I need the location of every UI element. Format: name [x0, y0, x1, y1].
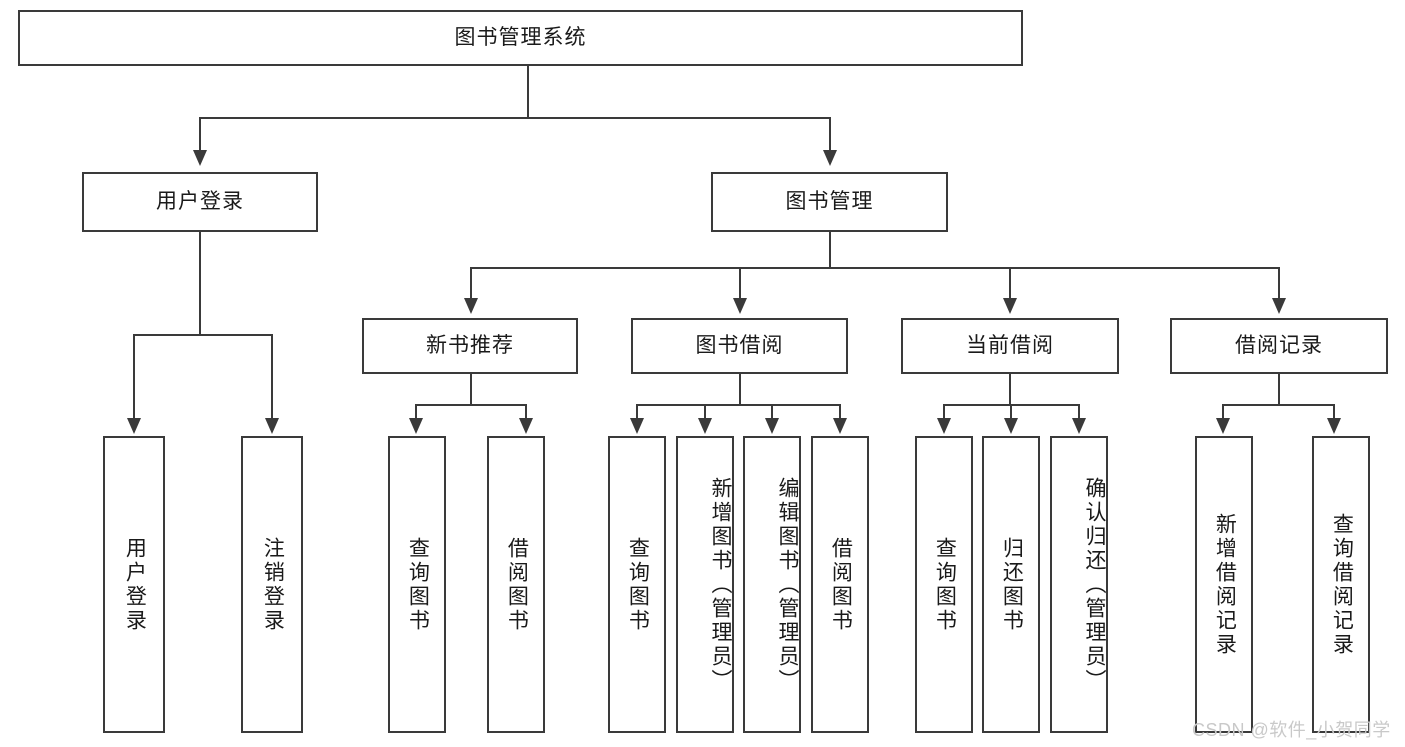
- edge-borrow-to-leaf-3: [771, 404, 773, 420]
- leaf-borrow-books-borrow[interactable]: 借阅图书: [811, 436, 869, 733]
- arrow-new-books-to-leaf-1: [409, 418, 423, 434]
- edge-current-to-leaf-3: [1078, 404, 1080, 420]
- node-label: 查询图书: [406, 536, 430, 633]
- arrow-user-login-to-leaf-2: [265, 418, 279, 434]
- edge-new-books-stem: [470, 374, 472, 406]
- edge-borrow-to-leaf-1: [636, 404, 638, 420]
- arrow-user-login-to-leaf-1: [127, 418, 141, 434]
- arrow-borrow-to-leaf-2: [698, 418, 712, 434]
- edge-book-mgmt-to-new-books: [470, 267, 472, 300]
- leaf-borrow-books-recommend[interactable]: 借阅图书: [487, 436, 545, 733]
- node-label: 查询图书: [933, 536, 957, 633]
- leaf-query-books-recommend[interactable]: 查询图书: [388, 436, 446, 733]
- node-book-borrowing[interactable]: 图书借阅: [631, 318, 848, 374]
- node-label: 借阅记录: [1235, 333, 1323, 357]
- node-borrowing-records[interactable]: 借阅记录: [1170, 318, 1388, 374]
- arrow-records-to-leaf-2: [1327, 418, 1341, 434]
- arrow-current-to-leaf-1: [937, 418, 951, 434]
- node-label: 归还图书: [1000, 536, 1024, 633]
- node-label: 查询借阅记录: [1330, 512, 1354, 657]
- edge-current-to-leaf-1: [943, 404, 945, 420]
- arrow-book-mgmt-to-borrow: [733, 298, 747, 314]
- edge-borrow-to-leaf-4: [839, 404, 841, 420]
- leaf-return-books[interactable]: 归还图书: [982, 436, 1040, 733]
- arrow-new-books-to-leaf-2: [519, 418, 533, 434]
- arrow-book-mgmt-to-current: [1003, 298, 1017, 314]
- node-book-management[interactable]: 图书管理: [711, 172, 948, 232]
- edge-borrow-stem: [739, 374, 741, 406]
- arrow-root-to-user-login: [193, 150, 207, 166]
- edge-root-to-book-mgmt: [829, 117, 831, 153]
- edge-records-stem: [1278, 374, 1280, 406]
- edge-current-stem: [1009, 374, 1011, 406]
- node-label: 借阅图书: [829, 536, 853, 633]
- edge-borrow-bar: [636, 404, 841, 406]
- node-new-book-recommendation[interactable]: 新书推荐: [362, 318, 578, 374]
- edge-book-mgmt-to-current: [1009, 267, 1011, 300]
- node-label: 查询图书: [626, 536, 650, 633]
- edge-root-stem: [527, 66, 529, 118]
- edge-user-login-to-leaf-2: [271, 334, 273, 420]
- node-label: 新增图书（管理员）: [709, 476, 732, 693]
- arrow-records-to-leaf-1: [1216, 418, 1230, 434]
- leaf-edit-book-admin[interactable]: 编辑图书（管理员）: [743, 436, 801, 733]
- edge-current-to-leaf-2: [1010, 404, 1012, 420]
- node-label: 注销登录: [261, 536, 285, 633]
- csdn-watermark: CSDN @软件_小贺同学: [1192, 720, 1391, 740]
- arrow-book-mgmt-to-new-books: [464, 298, 478, 314]
- edge-root-to-user-login: [199, 117, 201, 153]
- node-label: 图书管理: [785, 189, 874, 213]
- node-label: 当前借阅: [966, 333, 1054, 357]
- node-user-login[interactable]: 用户登录: [82, 172, 318, 232]
- edge-book-mgmt-to-records: [1278, 267, 1280, 300]
- leaf-add-book-admin[interactable]: 新增图书（管理员）: [676, 436, 734, 733]
- arrow-borrow-to-leaf-1: [630, 418, 644, 434]
- edge-book-mgmt-stem: [829, 232, 831, 269]
- edge-user-login-stem: [199, 232, 201, 335]
- edge-book-mgmt-bar: [470, 267, 1280, 269]
- arrow-current-to-leaf-3: [1072, 418, 1086, 434]
- leaf-logout[interactable]: 注销登录: [241, 436, 303, 733]
- node-label: 借阅图书: [505, 536, 529, 633]
- edge-user-login-bar: [133, 334, 272, 336]
- leaf-confirm-return-admin[interactable]: 确认归还（管理员）: [1050, 436, 1108, 733]
- leaf-query-borrow-record[interactable]: 查询借阅记录: [1312, 436, 1370, 733]
- node-root-system[interactable]: 图书管理系统: [18, 10, 1023, 66]
- edge-book-mgmt-to-borrow: [739, 267, 741, 300]
- leaf-query-books-borrow[interactable]: 查询图书: [608, 436, 666, 733]
- edge-borrow-to-leaf-2: [704, 404, 706, 420]
- node-label: 用户登录: [156, 189, 244, 213]
- arrow-root-to-book-mgmt: [823, 150, 837, 166]
- leaf-query-books-current[interactable]: 查询图书: [915, 436, 973, 733]
- edge-records-to-leaf-1: [1222, 404, 1224, 420]
- edge-root-bar: [199, 117, 831, 119]
- arrow-current-to-leaf-2: [1004, 418, 1018, 434]
- node-label: 新书推荐: [426, 333, 514, 357]
- edge-records-to-leaf-2: [1333, 404, 1335, 420]
- node-label: 新增借阅记录: [1213, 512, 1237, 657]
- edge-new-books-to-leaf-2: [525, 404, 527, 420]
- edge-user-login-to-leaf-1: [133, 334, 135, 420]
- node-label: 用户登录: [123, 536, 147, 633]
- leaf-add-borrow-record[interactable]: 新增借阅记录: [1195, 436, 1253, 733]
- arrow-book-mgmt-to-records: [1272, 298, 1286, 314]
- node-label: 确认归还（管理员）: [1083, 476, 1106, 693]
- edge-new-books-bar: [415, 404, 527, 406]
- arrow-borrow-to-leaf-4: [833, 418, 847, 434]
- node-label: 图书借阅: [695, 333, 784, 357]
- node-current-borrowing[interactable]: 当前借阅: [901, 318, 1119, 374]
- node-label: 图书管理系统: [454, 25, 587, 49]
- arrow-borrow-to-leaf-3: [765, 418, 779, 434]
- leaf-user-login[interactable]: 用户登录: [103, 436, 165, 733]
- node-label: 编辑图书（管理员）: [776, 476, 799, 693]
- edge-new-books-to-leaf-1: [415, 404, 417, 420]
- edge-records-bar: [1222, 404, 1335, 406]
